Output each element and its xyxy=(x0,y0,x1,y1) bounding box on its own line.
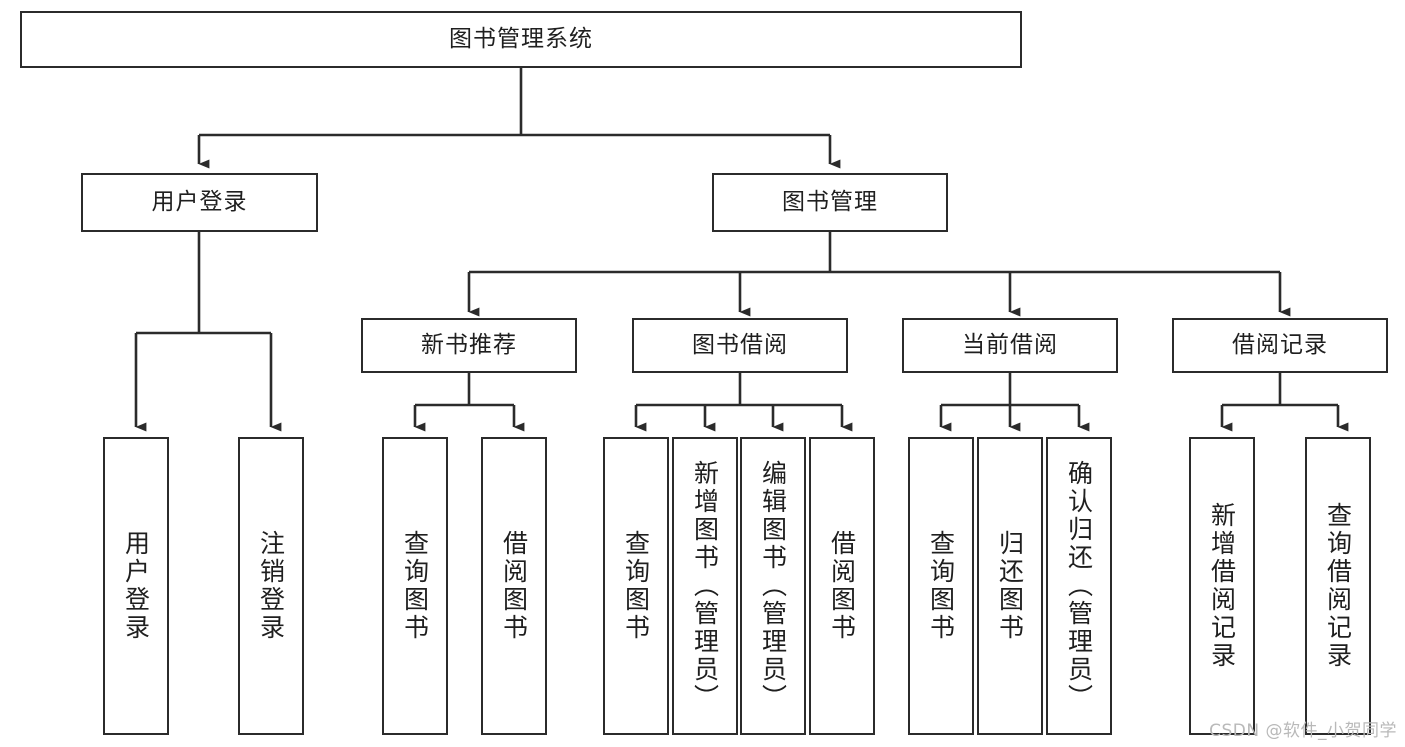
node-user-login[interactable]: 用户登录 xyxy=(81,173,318,232)
node-book-borrow[interactable]: 图书借阅 xyxy=(632,318,848,373)
node-current-borrow[interactable]: 当前借阅 xyxy=(902,318,1118,373)
node-user-login-label: 用户登录 xyxy=(151,188,248,215)
node-leaf-return-books[interactable]: 归还图书 xyxy=(977,437,1043,735)
node-leaf-borrow-books-2-label: 借阅图书 xyxy=(827,530,857,642)
node-leaf-return-books-label: 归还图书 xyxy=(995,530,1025,642)
node-leaf-query-books-2[interactable]: 查询图书 xyxy=(603,437,669,735)
node-leaf-user-login-label: 用户登录 xyxy=(121,530,151,642)
node-new-book-recommend-label: 新书推荐 xyxy=(421,331,517,358)
node-leaf-query-books-1[interactable]: 查询图书 xyxy=(382,437,448,735)
node-leaf-edit-book-admin[interactable]: 编辑图书（管理员） xyxy=(740,437,806,735)
node-leaf-borrow-books-1-label: 借阅图书 xyxy=(499,530,529,642)
node-leaf-confirm-return-admin[interactable]: 确认归还（管理员） xyxy=(1046,437,1112,735)
node-new-book-recommend[interactable]: 新书推荐 xyxy=(361,318,577,373)
csdn-watermark: CSDN @软件_小贺同学 xyxy=(1209,721,1397,741)
node-leaf-query-books-1-label: 查询图书 xyxy=(400,530,430,642)
node-leaf-query-borrow-record-label: 查询借阅记录 xyxy=(1323,502,1353,670)
node-leaf-edit-book-admin-label: 编辑图书（管理员） xyxy=(758,460,788,712)
node-leaf-add-borrow-record[interactable]: 新增借阅记录 xyxy=(1189,437,1255,735)
node-leaf-add-book-admin-label: 新增图书（管理员） xyxy=(690,460,720,712)
node-leaf-add-book-admin[interactable]: 新增图书（管理员） xyxy=(672,437,738,735)
node-root-label: 图书管理系统 xyxy=(449,25,593,52)
node-leaf-logout-label: 注销登录 xyxy=(256,530,286,642)
node-current-borrow-label: 当前借阅 xyxy=(962,331,1058,358)
node-leaf-query-books-3[interactable]: 查询图书 xyxy=(908,437,974,735)
node-leaf-user-login[interactable]: 用户登录 xyxy=(103,437,169,735)
node-leaf-logout[interactable]: 注销登录 xyxy=(238,437,304,735)
node-leaf-borrow-books-1[interactable]: 借阅图书 xyxy=(481,437,547,735)
node-leaf-borrow-books-2[interactable]: 借阅图书 xyxy=(809,437,875,735)
node-borrow-records-label: 借阅记录 xyxy=(1232,331,1328,358)
node-leaf-query-books-3-label: 查询图书 xyxy=(926,530,956,642)
node-book-borrow-label: 图书借阅 xyxy=(692,331,788,358)
node-leaf-query-borrow-record[interactable]: 查询借阅记录 xyxy=(1305,437,1371,735)
node-leaf-add-borrow-record-label: 新增借阅记录 xyxy=(1207,502,1237,670)
node-root[interactable]: 图书管理系统 xyxy=(20,11,1022,68)
node-borrow-records[interactable]: 借阅记录 xyxy=(1172,318,1388,373)
node-leaf-query-books-2-label: 查询图书 xyxy=(621,530,651,642)
node-book-management-label: 图书管理 xyxy=(782,188,878,215)
node-book-management[interactable]: 图书管理 xyxy=(712,173,948,232)
node-leaf-confirm-return-admin-label: 确认归还（管理员） xyxy=(1064,460,1094,712)
